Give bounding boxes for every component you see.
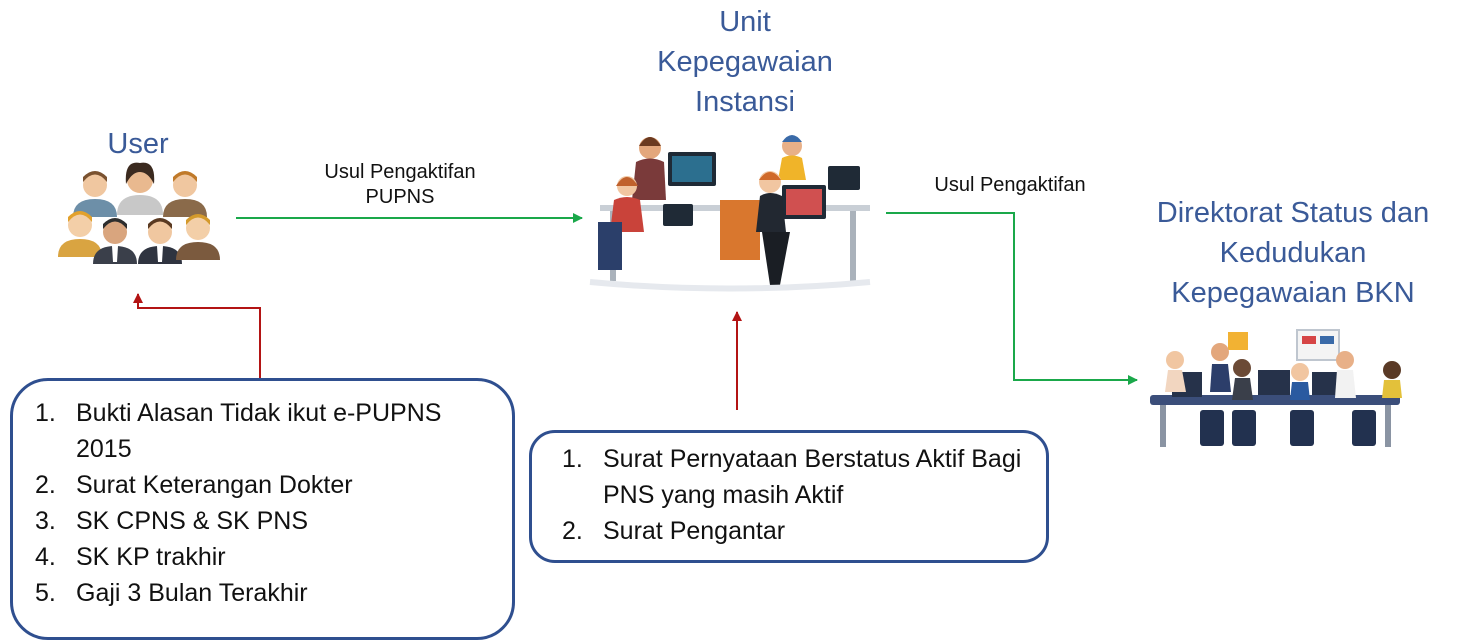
list-item: Gaji 3 Bulan Terakhir bbox=[35, 575, 308, 611]
edge-label-line: Usul Pengaktifan bbox=[324, 161, 476, 183]
office-workers-icon bbox=[589, 135, 871, 292]
list-item: SK KP trakhir bbox=[35, 539, 226, 575]
user-requirements-list: Bukti Alasan Tidak ikut e-PUPNS 2015 Sur… bbox=[35, 395, 494, 611]
user-group-icon bbox=[58, 162, 220, 264]
unit-requirements-box: Surat Pernyataan Berstatus Aktif Bagi PN… bbox=[529, 430, 1049, 563]
meeting-team-icon bbox=[1150, 329, 1402, 447]
directorate-title-line: Kepegawaian BKN bbox=[1171, 277, 1415, 309]
list-item: SK CPNS & SK PNS bbox=[35, 503, 309, 539]
list-item: Surat Pernyataan Berstatus Aktif Bagi PN… bbox=[562, 441, 1022, 509]
unit-title-line: Instansi bbox=[695, 86, 795, 118]
user-requirements-box: Bukti Alasan Tidak ikut e-PUPNS 2015 Sur… bbox=[10, 378, 515, 640]
list-item: Surat Keterangan Dokter bbox=[35, 467, 353, 503]
list-item: Bukti Alasan Tidak ikut e-PUPNS 2015 bbox=[35, 395, 442, 463]
edge-label-line: PUPNS bbox=[365, 186, 435, 208]
flow-arrow-unit-to-directorate bbox=[886, 212, 1138, 385]
edge-label-unit-to-directorate: Usul Pengaktifan bbox=[934, 174, 1086, 196]
unit-title-line: Unit bbox=[719, 6, 771, 38]
document-arrow-to-user bbox=[133, 293, 261, 380]
unit-requirements-list: Surat Pernyataan Berstatus Aktif Bagi PN… bbox=[562, 441, 1036, 549]
list-item: Surat Pengantar bbox=[562, 513, 786, 549]
directorate-title-line: Kedudukan bbox=[1219, 237, 1367, 269]
directorate-title: Direktorat Status dan Kedudukan Kepegawa… bbox=[1130, 193, 1456, 313]
unit-title: Unit Kepegawaian Instansi bbox=[600, 2, 890, 122]
unit-title-line: Kepegawaian bbox=[657, 46, 833, 78]
directorate-title-line: Direktorat Status dan bbox=[1156, 197, 1430, 229]
user-title: User bbox=[107, 128, 169, 160]
edge-label-user-to-unit: Usul Pengaktifan PUPNS bbox=[290, 160, 510, 210]
